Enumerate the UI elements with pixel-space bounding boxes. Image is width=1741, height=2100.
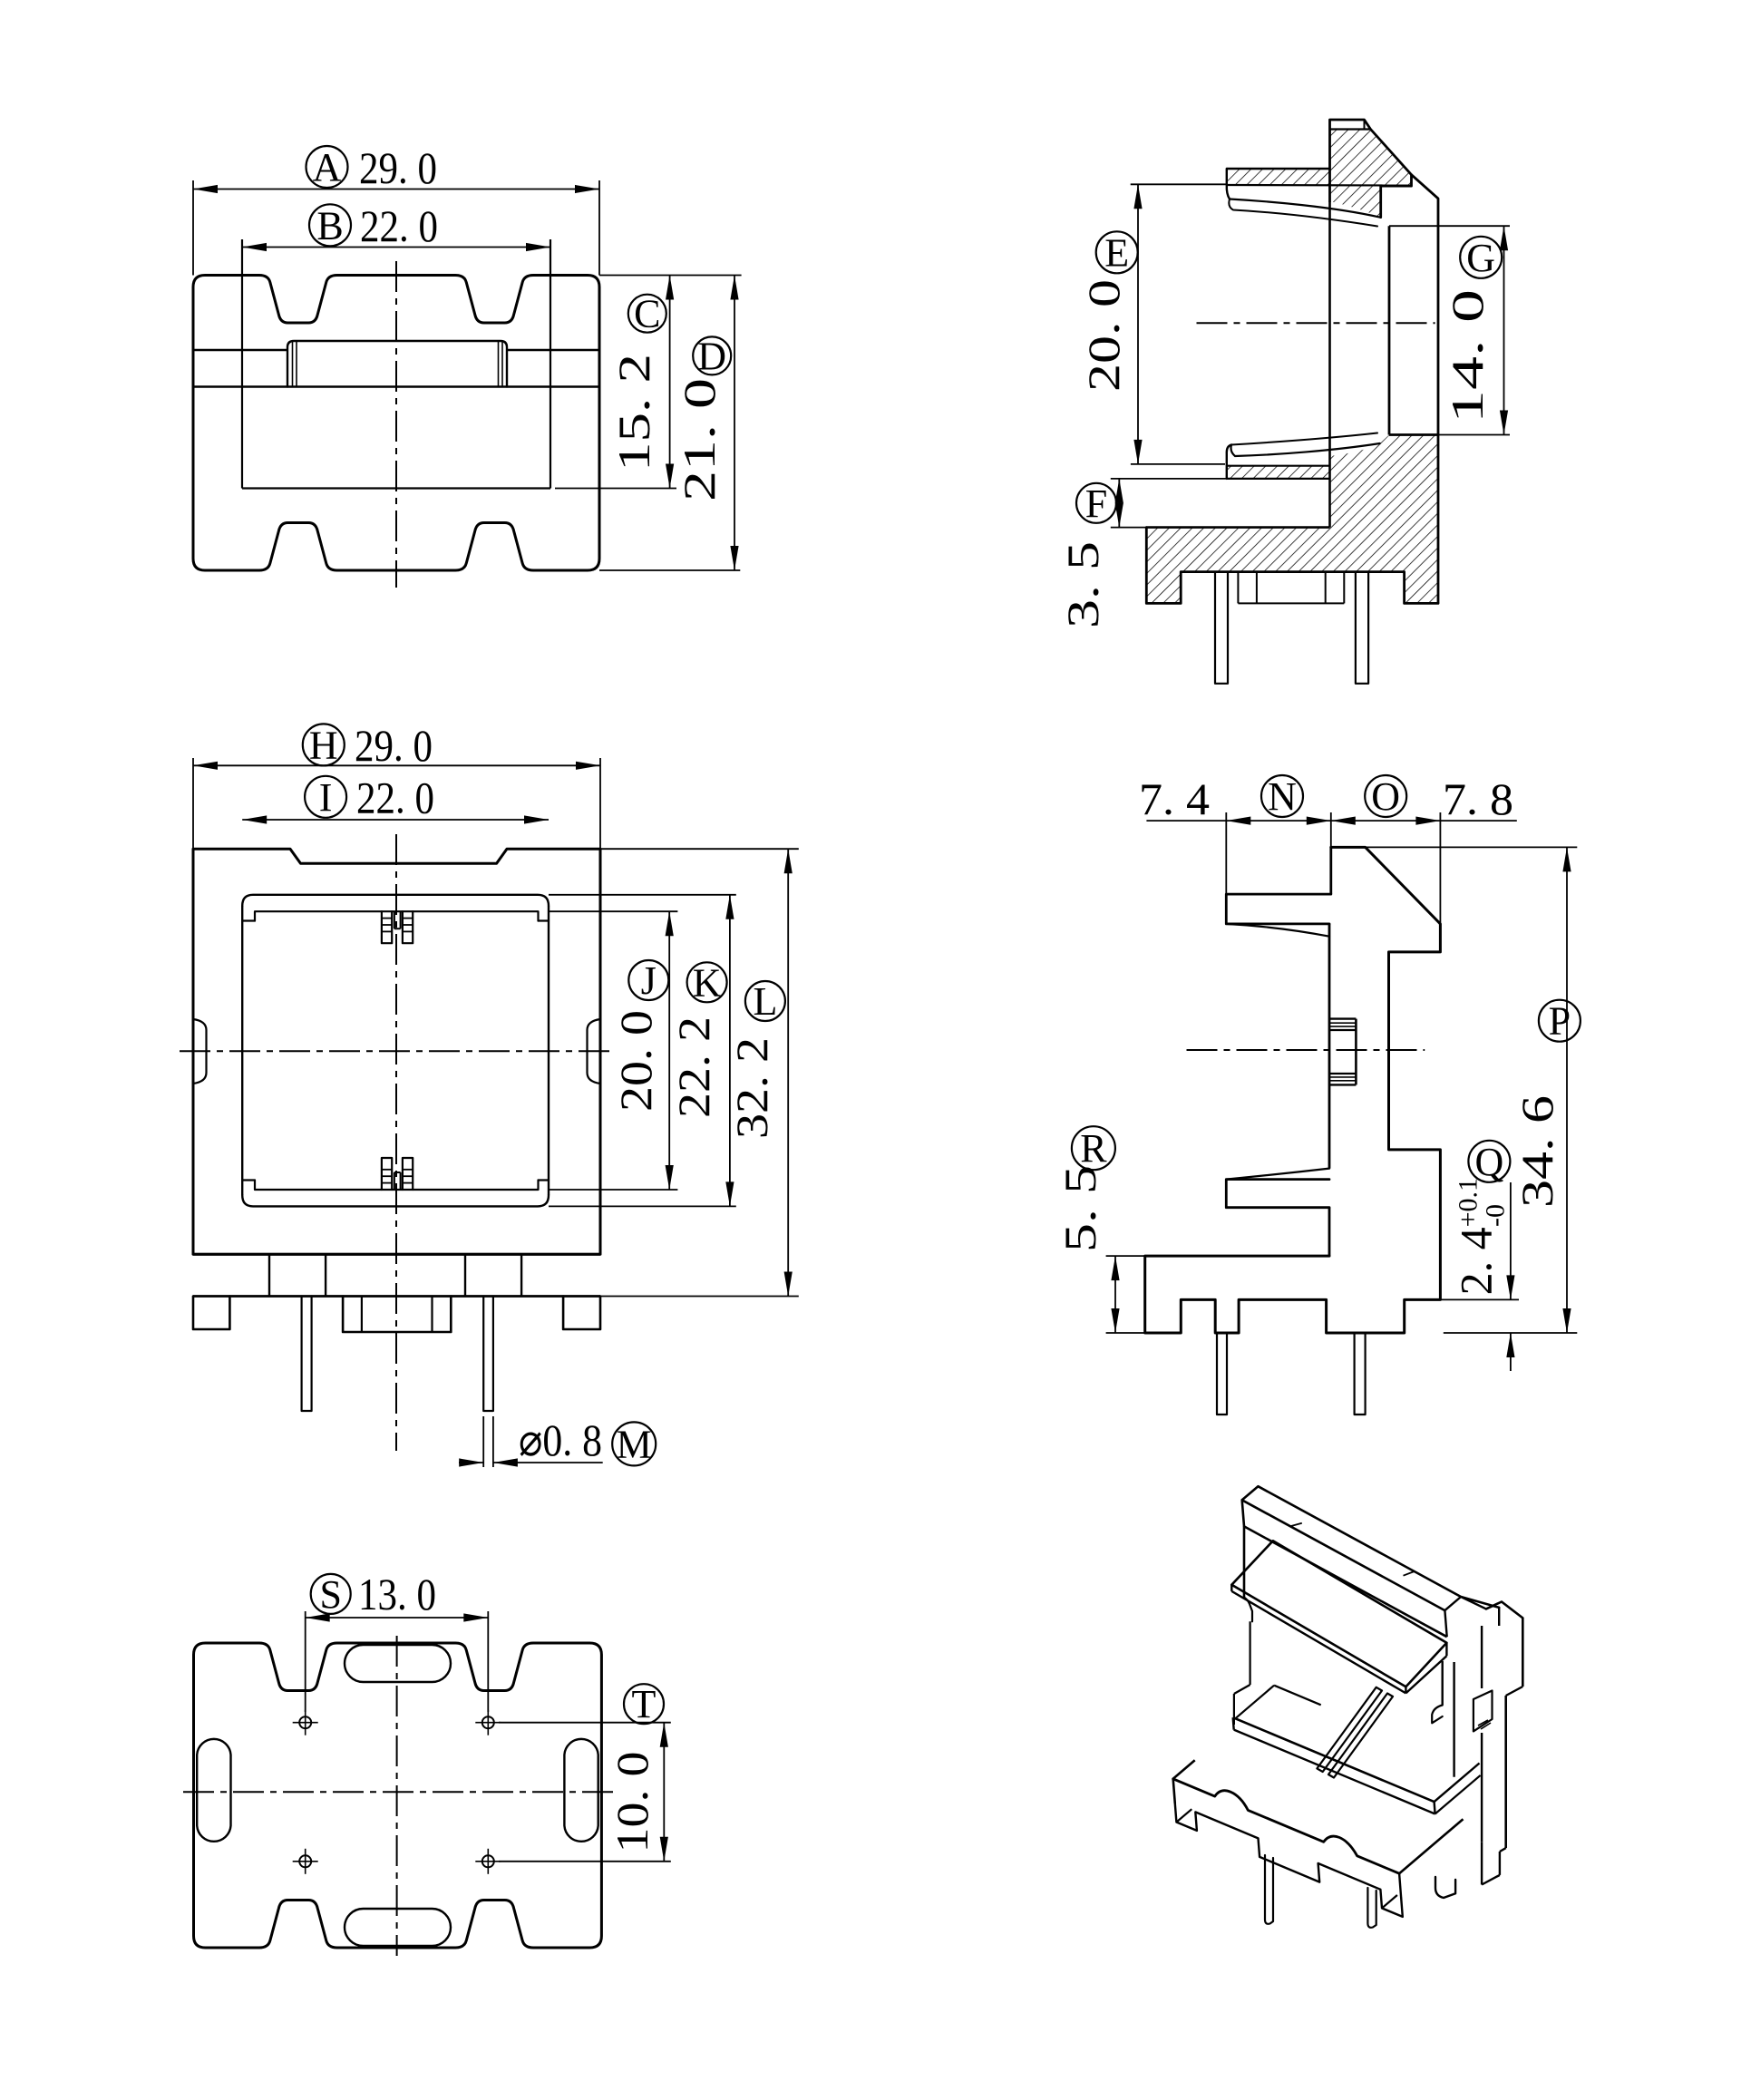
svg-text:29. 0: 29. 0 [355, 720, 433, 771]
svg-text:21. 0: 21. 0 [674, 378, 725, 501]
svg-text:29. 0: 29. 0 [359, 142, 437, 193]
svg-text:L: L [753, 979, 777, 1024]
svg-text:34. 6: 34. 6 [1512, 1095, 1562, 1208]
svg-text:14. 0: 14. 0 [1442, 289, 1493, 423]
svg-text:7. 4: 7. 4 [1139, 773, 1210, 824]
svg-text:⌀0. 8: ⌀0. 8 [519, 1415, 602, 1465]
svg-text:S: S [319, 1572, 341, 1617]
svg-text:N: N [1268, 774, 1297, 819]
svg-text:15. 2: 15. 2 [608, 354, 659, 472]
svg-text:B: B [316, 203, 343, 248]
svg-text:20. 0: 20. 0 [1078, 279, 1129, 392]
svg-text:7. 8: 7. 8 [1443, 773, 1513, 824]
svg-text:C: C [634, 292, 660, 336]
svg-text:J: J [641, 958, 657, 1003]
svg-text:I: I [319, 775, 333, 820]
svg-text:F: F [1085, 481, 1107, 526]
svg-text:M: M [617, 1422, 652, 1466]
svg-text:O: O [1371, 774, 1400, 819]
svg-text:3. 5: 3. 5 [1057, 541, 1108, 628]
svg-text:22. 2: 22. 2 [668, 1016, 719, 1118]
svg-text:32. 2: 32. 2 [726, 1037, 777, 1139]
svg-text:D: D [697, 334, 726, 378]
svg-text:P: P [1549, 999, 1571, 1044]
svg-text:13. 0: 13. 0 [358, 1569, 436, 1619]
svg-text:R: R [1080, 1126, 1107, 1171]
svg-text:T: T [632, 1682, 657, 1726]
svg-text:22. 0: 22. 0 [356, 773, 434, 823]
svg-text:E: E [1104, 230, 1129, 275]
svg-text:A: A [313, 145, 342, 190]
svg-text:Q: Q [1475, 1140, 1504, 1184]
svg-text:22. 0: 22. 0 [360, 200, 438, 251]
svg-text:K: K [693, 960, 722, 1005]
svg-text:10. 0: 10. 0 [607, 1752, 657, 1853]
svg-text:5. 5: 5. 5 [1055, 1165, 1105, 1252]
svg-text:G: G [1466, 236, 1495, 280]
svg-text:H: H [309, 723, 338, 767]
svg-text:20. 0: 20. 0 [610, 1010, 661, 1112]
